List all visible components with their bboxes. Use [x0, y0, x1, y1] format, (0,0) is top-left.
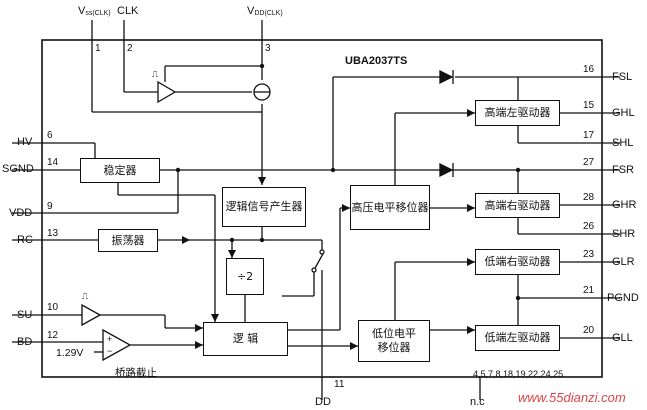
rc-label: RC — [17, 234, 33, 246]
comparator-plus: + — [107, 334, 113, 344]
bd-label: BD — [17, 336, 33, 348]
high-right-driver-block: 高端右驱动器 — [475, 193, 560, 218]
vdd-pin-number: 9 — [47, 201, 53, 212]
bd-comparator — [102, 328, 132, 362]
su-pin-number: 10 — [47, 302, 59, 313]
stabilizer-block: 稳定器 — [80, 158, 160, 183]
vdd-label: VDD — [9, 207, 33, 219]
bridge-disable-label: 桥路截止 — [115, 367, 157, 379]
clk-label: CLK — [117, 5, 139, 17]
clk-buffer — [157, 80, 177, 104]
divider-block: ÷2 — [226, 258, 264, 295]
lv-level-shifter-line2: 移位器 — [377, 341, 411, 354]
hv-pin-number: 6 — [47, 130, 53, 141]
schmitt-su-icon: ⎍ — [82, 291, 89, 301]
pin-number-1: 1 — [95, 43, 101, 54]
lv-level-shifter-line1: 低位电平 — [372, 327, 416, 341]
fsl-label: FSL — [612, 71, 633, 83]
gll-label: GLL — [612, 332, 633, 344]
vdd-clk-label: VDD(CLK) — [247, 5, 283, 18]
su-label: SU — [17, 309, 33, 321]
hv-label: HV — [17, 136, 33, 148]
dd-pin-number: 11 — [334, 379, 345, 390]
pin-number-2: 2 — [127, 43, 133, 54]
low-right-driver-block: 低端右驱动器 — [475, 249, 560, 275]
schmitt-clk-icon: ⎍ — [152, 69, 159, 79]
sgnd-label: SGND — [2, 163, 34, 175]
ghl-pin-number: 15 — [583, 100, 595, 111]
gll-pin-number: 20 — [583, 325, 595, 336]
su-buffer — [81, 303, 102, 327]
ghr-pin-number: 28 — [583, 192, 595, 203]
watermark: www.55dianzi.com — [518, 390, 626, 405]
comparator-minus: − — [107, 346, 113, 356]
shr-pin-number: 26 — [583, 221, 595, 232]
hv-level-shifter-block: 高压电平移位器 — [350, 185, 430, 230]
oscillator-block: 振荡器 — [98, 229, 158, 252]
nc-pin-numbers: 4,5,7,8,18,19,22,24,25 — [473, 369, 564, 379]
ghr-label: GHR — [612, 199, 637, 211]
ghl-label: GHL — [612, 107, 635, 119]
shl-label: SHL — [612, 137, 634, 149]
logic-block: 逻 辑 — [203, 322, 288, 356]
dd-label: DD — [315, 396, 331, 408]
nc-label: n.c — [470, 396, 485, 408]
shl-pin-number: 17 — [583, 130, 595, 141]
high-left-driver-block: 高端左驱动器 — [475, 100, 560, 126]
lv-level-shifter-block: 低位电平 移位器 — [358, 320, 430, 362]
glr-pin-number: 23 — [583, 249, 595, 260]
logic-signal-generator-block: 逻辑信号产生器 — [222, 187, 306, 227]
pgnd-label: PGND — [607, 292, 639, 304]
diode-fsr — [439, 162, 454, 178]
pgnd-pin-number: 21 — [583, 285, 595, 296]
fsl-pin-number: 16 — [583, 64, 595, 75]
bd-pin-number: 12 — [47, 330, 59, 341]
shr-label: SHR — [612, 228, 636, 240]
sgnd-pin-number: 14 — [47, 157, 59, 168]
fsr-label: FSR — [612, 164, 634, 176]
pin-number-3: 3 — [265, 43, 271, 54]
chip-name: UBA2037TS — [345, 55, 408, 67]
low-left-driver-block: 低端左驱动器 — [475, 325, 560, 351]
diode-fsl — [439, 69, 454, 85]
reference-voltage: 1.29V — [56, 347, 84, 359]
fsr-pin-number: 27 — [583, 157, 595, 168]
rc-pin-number: 13 — [47, 228, 59, 239]
glr-label: GLR — [612, 256, 635, 268]
vss-clk-label: Vss(CLK) — [78, 5, 111, 18]
